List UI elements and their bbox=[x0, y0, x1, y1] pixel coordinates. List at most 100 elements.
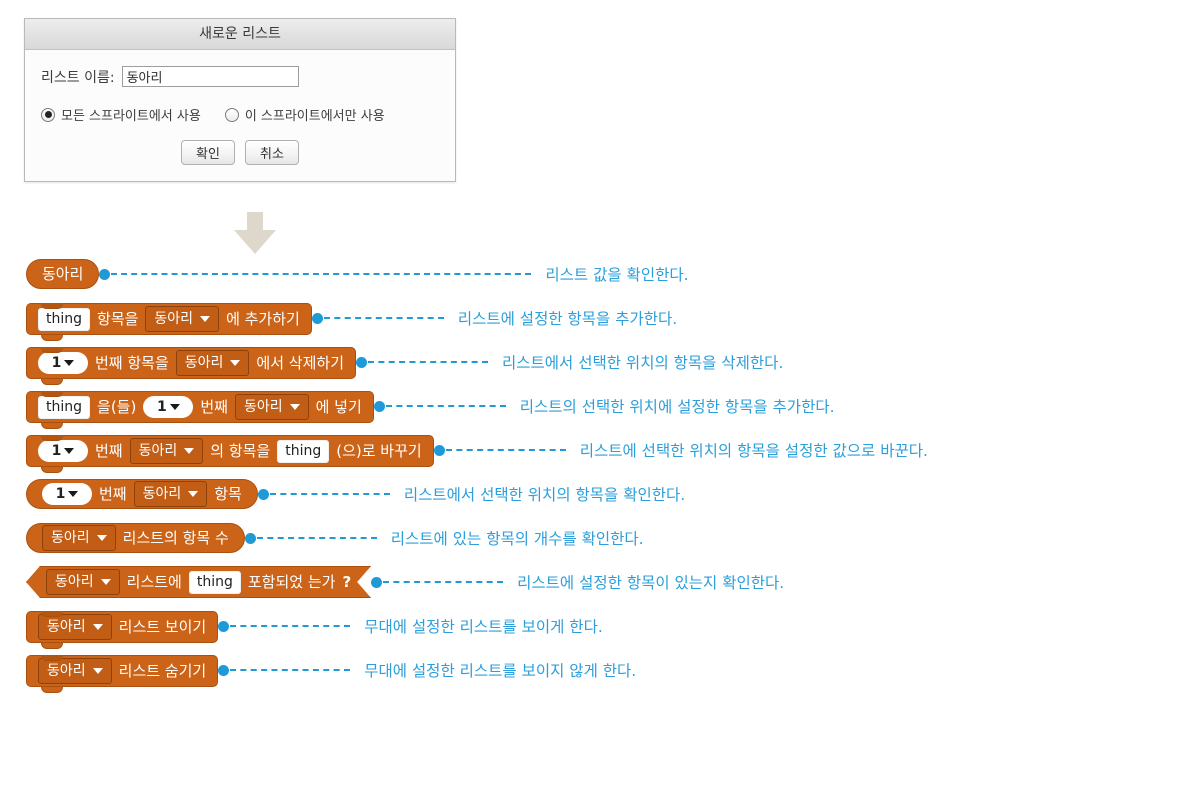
connector-dot bbox=[373, 400, 385, 412]
index-dropdown-field[interactable]: 1 bbox=[42, 483, 92, 505]
chevron-down-icon bbox=[68, 491, 79, 497]
block-label: 리스트 보이기 bbox=[118, 617, 207, 636]
list-dropdown-field[interactable]: 동아리 bbox=[234, 394, 309, 420]
annotation-connector bbox=[371, 576, 504, 588]
annotation-connector bbox=[218, 620, 351, 632]
block-length-of-list[interactable]: 동아리 리스트의 항목 수 bbox=[26, 523, 245, 553]
annotation-connector bbox=[433, 444, 566, 456]
chevron-down-icon bbox=[200, 316, 211, 322]
chevron-down-icon bbox=[64, 448, 75, 454]
radio-this-sprite-only[interactable]: 이 스프라이트에서만 사용 bbox=[224, 105, 385, 124]
dialog-body: 리스트 이름: 모든 스프라이트에서 사용 이 스프라이트에서만 사용 확인 취… bbox=[25, 50, 455, 181]
block-label: 리스트의 항목 수 bbox=[122, 528, 229, 547]
list-dropdown-field[interactable]: 동아리 bbox=[175, 350, 250, 376]
dialog-buttons: 확인 취소 bbox=[39, 140, 441, 165]
chevron-down-icon bbox=[92, 624, 103, 630]
text-input-field[interactable]: thing bbox=[38, 395, 91, 419]
chevron-down-icon bbox=[289, 404, 300, 410]
block-annotation: 무대에 설정한 리스트를 보이게 한다. bbox=[364, 618, 603, 636]
block-slot: 1 번째 항목을 동아리 에서 삭제하기 bbox=[26, 345, 356, 385]
index-dropdown-field[interactable]: 1 bbox=[143, 396, 194, 418]
connector-dashed-line bbox=[230, 669, 351, 671]
block-show-list[interactable]: 동아리 리스트 보이기 bbox=[26, 611, 219, 649]
text-input-field[interactable]: thing bbox=[38, 307, 91, 331]
list-dropdown-value: 동아리 bbox=[154, 311, 194, 327]
radio-this-sprite-only-mark[interactable] bbox=[224, 107, 239, 122]
connector-dot bbox=[218, 664, 230, 676]
list-dropdown-field[interactable]: 동아리 bbox=[145, 306, 220, 332]
radio-all-sprites[interactable]: 모든 스프라이트에서 사용 bbox=[41, 105, 201, 124]
block-annotation: 리스트 값을 확인한다. bbox=[545, 266, 689, 284]
index-dropdown-field[interactable]: 1 bbox=[38, 352, 88, 374]
block-annotation: 리스트에서 선택한 위치의 항목을 삭제한다. bbox=[502, 354, 784, 372]
block-label: 을(들) bbox=[97, 397, 137, 416]
radio-all-sprites-mark[interactable] bbox=[41, 107, 55, 122]
ok-button[interactable]: 확인 bbox=[181, 140, 235, 165]
block-label: 에 추가하기 bbox=[226, 309, 300, 328]
chevron-down-icon bbox=[96, 535, 107, 541]
block-slot: 동아리 리스트 보이기 bbox=[26, 609, 219, 649]
chevron-down-icon bbox=[169, 404, 180, 410]
list-dropdown-field[interactable]: 동아리 bbox=[42, 525, 116, 551]
index-value: 1 bbox=[55, 486, 66, 502]
list-name-input[interactable] bbox=[121, 66, 299, 87]
annotation-connector bbox=[356, 356, 488, 368]
connector-dashed-line bbox=[230, 625, 351, 627]
connector-dot bbox=[371, 576, 383, 588]
list-dropdown-field[interactable]: 동아리 bbox=[129, 438, 204, 464]
list-dropdown-value: 동아리 bbox=[47, 619, 86, 635]
scope-options: 모든 스프라이트에서 사용 이 스프라이트에서만 사용 bbox=[41, 105, 441, 124]
list-dropdown-field[interactable]: 동아리 bbox=[38, 614, 112, 640]
block-label: 번째 항목을 bbox=[95, 353, 169, 372]
list-dropdown-field[interactable]: 동아리 bbox=[38, 658, 112, 684]
block-label: 동아리 bbox=[42, 264, 84, 283]
list-dropdown-value: 동아리 bbox=[55, 574, 94, 590]
annotation-connector bbox=[99, 268, 532, 280]
index-value: 1 bbox=[51, 443, 62, 459]
connector-dashed-line bbox=[269, 493, 390, 495]
cancel-button[interactable]: 취소 bbox=[245, 140, 299, 165]
list-dropdown-value: 동아리 bbox=[184, 355, 224, 371]
block-annotation: 리스트에 있는 항목의 개수를 확인한다. bbox=[390, 530, 644, 548]
connector-dashed-line bbox=[111, 273, 532, 275]
chevron-down-icon bbox=[230, 360, 241, 366]
connector-dashed-line bbox=[385, 405, 506, 407]
block-label: 리스트에 bbox=[126, 572, 182, 591]
connector-dot bbox=[356, 356, 367, 368]
annotation-connector bbox=[373, 400, 506, 412]
block-list-reporter[interactable]: 동아리 bbox=[26, 259, 100, 289]
dialog-title: 새로운 리스트 bbox=[25, 19, 455, 50]
list-dropdown-value: 동아리 bbox=[243, 399, 283, 415]
list-dropdown-value: 동아리 bbox=[51, 530, 90, 546]
block-label: 항목 bbox=[214, 484, 242, 503]
annotation-connector bbox=[218, 664, 351, 676]
connector-dashed-line bbox=[323, 317, 444, 319]
text-input-field[interactable]: thing bbox=[188, 570, 241, 594]
connector-dot bbox=[311, 312, 323, 324]
list-dropdown-field[interactable]: 동아리 bbox=[46, 569, 120, 595]
block-delete-of-list[interactable]: 1 번째 항목을 동아리 에서 삭제하기 bbox=[26, 347, 356, 385]
block-label: 에서 삭제하기 bbox=[256, 353, 344, 372]
index-dropdown-field[interactable]: 1 bbox=[38, 440, 88, 462]
down-arrow-icon bbox=[234, 212, 276, 254]
chevron-down-icon bbox=[184, 448, 195, 454]
list-dropdown-field[interactable]: 동아리 bbox=[133, 481, 208, 507]
chevron-down-icon bbox=[92, 668, 103, 674]
text-input-field[interactable]: thing bbox=[277, 439, 330, 463]
connector-dot bbox=[257, 488, 269, 500]
block-row: 동아리 리스트의 항목 수 리스트에 있는 항목의 개수를 확인한다. bbox=[0, 516, 1202, 560]
chevron-down-icon bbox=[100, 579, 111, 585]
